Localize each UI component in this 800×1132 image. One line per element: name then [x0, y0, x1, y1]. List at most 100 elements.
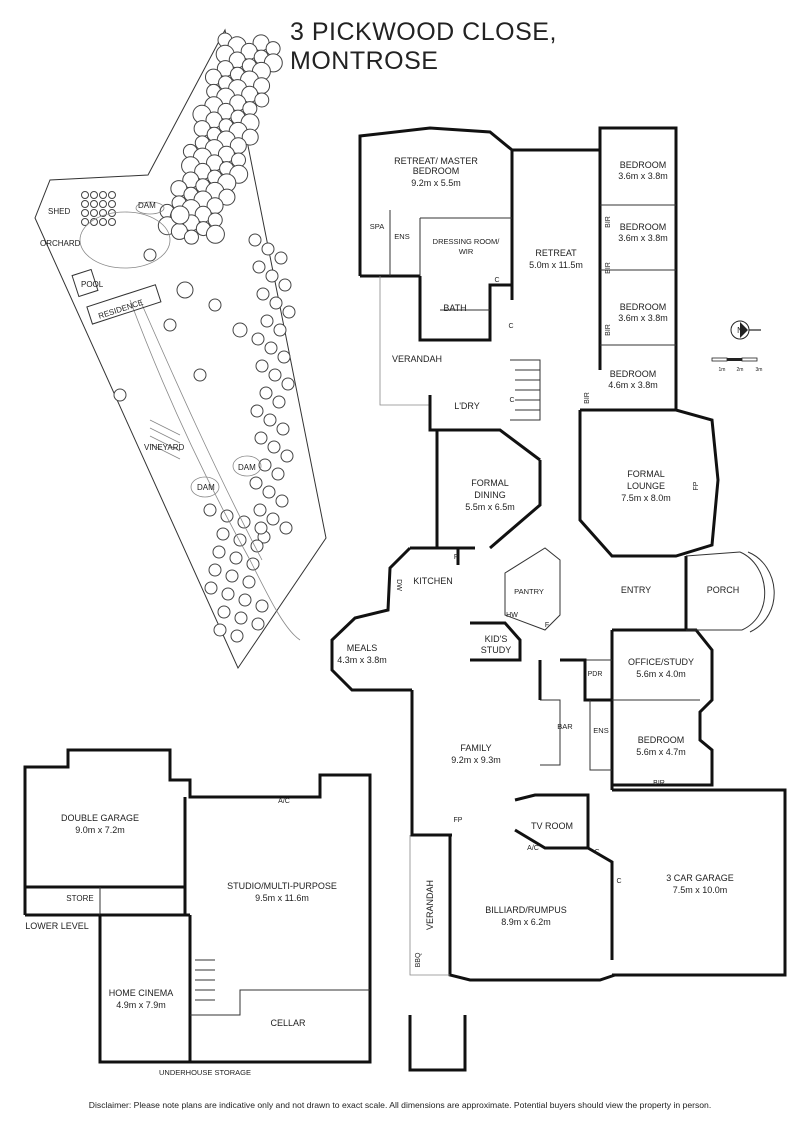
- site-dam: [190, 476, 220, 498]
- tree-icon: [108, 218, 116, 226]
- tree-icon: [170, 205, 190, 225]
- scale-tick: 3m: [756, 367, 763, 373]
- room-bedroom-2-size: 3.6m x 3.8m: [618, 233, 668, 243]
- site-pool: [71, 268, 99, 298]
- room-office: OFFICE/STUDY: [628, 657, 694, 667]
- room-bedroom-3-size: 3.6m x 3.8m: [618, 313, 668, 323]
- site-vineyard: [149, 419, 181, 460]
- room-cellar: CELLAR: [270, 1018, 306, 1028]
- site-label-dam: DAM: [238, 463, 256, 472]
- tree-icon: [230, 629, 244, 643]
- scale-bar: 1m 2m 3m: [711, 357, 763, 373]
- tree-icon: [260, 314, 274, 328]
- room-home-cinema-size: 4.9m x 7.9m: [116, 1000, 166, 1010]
- tree-icon: [263, 413, 277, 427]
- room-formal-dining-2: DINING: [474, 490, 506, 500]
- room-formal-lounge-size: 7.5m x 8.0m: [621, 493, 671, 503]
- room-retreat-master: RETREAT/ MASTER: [394, 156, 478, 166]
- site-plan: SHED DAM ORCHARD POOL RESIDENCE VINEYARD…: [34, 28, 327, 670]
- tree-icon: [99, 191, 107, 199]
- tree-icon: [280, 449, 294, 463]
- tree-icon: [246, 557, 260, 571]
- room-home-cinema: HOME CINEMA: [109, 988, 174, 998]
- room-kids-study-2: STUDY: [481, 645, 512, 655]
- room-kitchen: KITCHEN: [413, 576, 453, 586]
- scale-tick: 2m: [737, 367, 744, 373]
- room-laundry: L'DRY: [454, 401, 480, 411]
- room-meals-size: 4.3m x 3.8m: [337, 655, 387, 665]
- tree-icon: [248, 233, 262, 247]
- tree-icon: [242, 575, 256, 589]
- tree-icon: [204, 581, 218, 595]
- room-pantry: PANTRY: [514, 587, 544, 596]
- tree-icon: [81, 200, 89, 208]
- tree-icon: [90, 209, 98, 217]
- room-meals: MEALS: [347, 643, 378, 653]
- label-pdr: PDR: [588, 671, 603, 678]
- site-trees: [81, 32, 296, 643]
- tree-icon: [212, 545, 226, 559]
- room-studio: STUDIO/MULTI-PURPOSE: [227, 881, 337, 891]
- tree-icon: [262, 485, 276, 499]
- tree-icon: [203, 503, 217, 517]
- tree-icon: [218, 188, 236, 206]
- label-cupboard: C: [508, 323, 513, 330]
- tree-icon: [217, 605, 231, 619]
- tree-icon: [271, 467, 285, 481]
- room-garage-3: 3 CAR GARAGE: [666, 873, 734, 883]
- tree-icon: [265, 269, 279, 283]
- tree-icon: [249, 476, 263, 490]
- room-bedroom-2: BEDROOM: [620, 222, 667, 232]
- room-bedroom-5-size: 5.6m x 4.7m: [636, 747, 686, 757]
- tree-icon: [267, 440, 281, 454]
- site-label-orchard: ORCHARD: [40, 239, 81, 248]
- room-store: STORE: [66, 894, 93, 903]
- tree-icon: [254, 521, 268, 535]
- label-ens: ENS: [394, 232, 409, 241]
- room-dressing-2: WIR: [459, 247, 474, 256]
- room-formal-lounge: FORMAL: [627, 469, 665, 479]
- tree-icon: [205, 224, 225, 244]
- tree-icon: [208, 563, 222, 577]
- room-retreat-master-2: BEDROOM: [413, 166, 460, 176]
- site-dam: [135, 201, 165, 215]
- label-cupboard: C: [594, 849, 599, 856]
- label-dw: DW: [395, 579, 402, 591]
- room-kids-study: KID'S: [485, 634, 508, 644]
- tree-icon: [259, 386, 273, 400]
- room-dressing: DRESSING ROOM/: [433, 237, 501, 246]
- tree-icon: [256, 287, 270, 301]
- north-label: N: [737, 326, 743, 335]
- tree-icon: [250, 404, 264, 418]
- tree-icon: [232, 322, 248, 338]
- label-cupboard: C: [616, 878, 621, 885]
- tree-icon: [81, 191, 89, 199]
- room-bedroom-3: BEDROOM: [620, 302, 667, 312]
- label-cupboard: C: [509, 397, 514, 404]
- room-office-size: 5.6m x 4.0m: [636, 669, 686, 679]
- room-bedroom-5: BEDROOM: [638, 735, 685, 745]
- label-bir: BIR: [605, 324, 612, 336]
- site-dam: [232, 455, 262, 477]
- tree-icon: [99, 200, 107, 208]
- tree-icon: [241, 128, 259, 146]
- room-formal-dining-size: 5.5m x 6.5m: [465, 502, 515, 512]
- label-spa: SPA: [370, 222, 384, 231]
- tree-icon: [163, 318, 177, 332]
- tree-icon: [250, 539, 264, 553]
- label-bir: BIR: [584, 392, 591, 404]
- tree-icon: [208, 298, 222, 312]
- room-formal-dining: FORMAL: [471, 478, 509, 488]
- tree-icon: [221, 587, 235, 601]
- room-retreat-size: 5.0m x 11.5m: [529, 260, 583, 270]
- room-verandah-top: VERANDAH: [392, 354, 442, 364]
- site-label-vineyard: VINEYARD: [144, 443, 185, 452]
- room-underhouse: UNDERHOUSE STORAGE: [159, 1068, 251, 1077]
- tree-icon: [274, 251, 288, 265]
- tree-icon: [113, 388, 127, 402]
- room-bedroom-4-size: 4.6m x 3.8m: [608, 380, 658, 390]
- label-bbq: BBQ: [415, 952, 422, 967]
- tree-icon: [269, 296, 283, 310]
- tree-icon: [277, 350, 291, 364]
